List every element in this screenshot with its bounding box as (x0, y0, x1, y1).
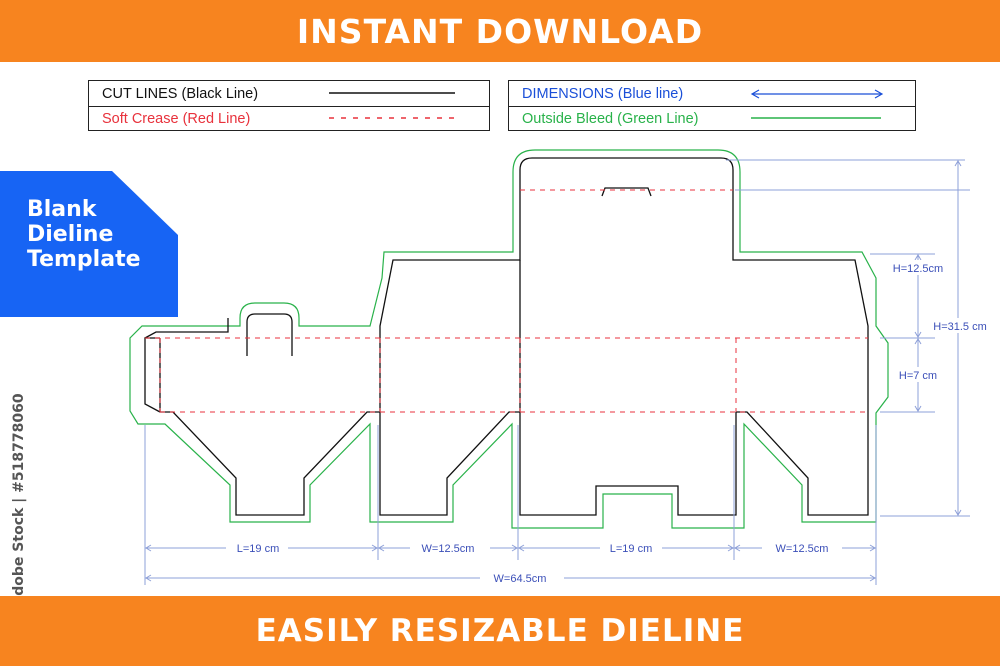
badge-line-2: Dieline (27, 222, 114, 247)
dim-total-w: W=64.5cm (494, 573, 547, 585)
legend-row-dimensions: DIMENSIONS (Blue line) (509, 81, 915, 107)
legend-box-left: CUT LINES (Black Line) Soft Crease (Red … (88, 80, 490, 131)
legend-row-cut: CUT LINES (Black Line) (89, 81, 489, 107)
crease-line-sample (329, 117, 455, 119)
dimension-lines (144, 159, 970, 585)
legend-bleed-label: Outside Bleed (Green Line) (522, 110, 699, 127)
dimension-arrowheads (145, 160, 962, 582)
badge-line-1: Blank (27, 197, 97, 222)
dim-h-top: H=12.5cm (893, 263, 943, 275)
legend-crease-label: Soft Crease (Red Line) (102, 110, 251, 127)
header-title: INSTANT DOWNLOAD (296, 11, 704, 51)
footer-title: EASILY RESIZABLE DIELINE (255, 613, 745, 649)
header-banner: INSTANT DOWNLOAD (0, 0, 1000, 62)
dim-h-mid: H=7 cm (899, 370, 937, 382)
badge-line-3: Template (27, 247, 141, 272)
badge-shape (0, 171, 178, 317)
cut-line-sample (329, 92, 455, 94)
dimension-line-sample (750, 89, 884, 99)
cut-outline (144, 157, 869, 516)
dim-w1: W=12.5cm (422, 543, 475, 555)
legend-box-right: DIMENSIONS (Blue line) Outside Bleed (Gr… (508, 80, 916, 131)
dim-h-total: H=31.5 cm (933, 321, 987, 333)
bleed-outline (129, 149, 889, 529)
legend-row-bleed: Outside Bleed (Green Line) (509, 106, 915, 131)
dimension-labels: L=19 cm W=12.5cm L=19 cm W=12.5cm W=64.5… (226, 260, 994, 585)
bleed-line-sample (751, 117, 881, 119)
footer-banner: EASILY RESIZABLE DIELINE (0, 596, 1000, 666)
badge-text: Blank Dieline Template (27, 197, 141, 272)
dim-l1: L=19 cm (237, 543, 280, 555)
template-badge: Blank Dieline Template (0, 171, 178, 317)
legend-dimensions-label: DIMENSIONS (Blue line) (522, 85, 684, 102)
legend-cut-label: CUT LINES (Black Line) (102, 85, 259, 102)
crease-lines (145, 189, 868, 413)
legend-row-crease: Soft Crease (Red Line) (89, 106, 489, 131)
dim-w2: W=12.5cm (776, 543, 829, 555)
dim-l2: L=19 cm (610, 543, 653, 555)
